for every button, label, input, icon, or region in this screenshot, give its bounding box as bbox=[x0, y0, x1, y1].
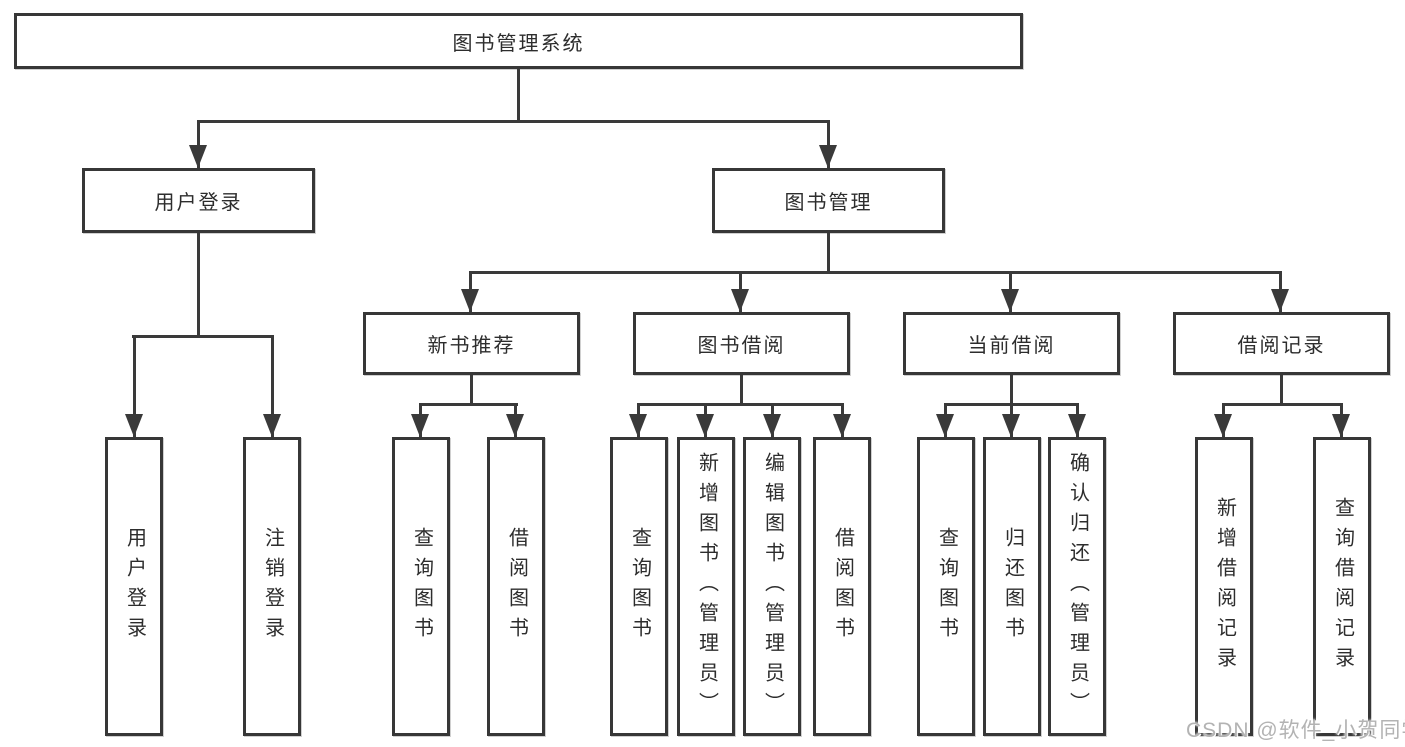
leaf-confirm-return-admin-label: 确认归还（管理员） bbox=[1066, 451, 1089, 722]
node-book-management: 图书管理 bbox=[712, 168, 945, 233]
node-book-borrowing-label: 图书借阅 bbox=[697, 335, 786, 357]
leaf-query-borrow-record-label: 查询借阅记录 bbox=[1331, 496, 1354, 677]
arrow-to-book-borrowing bbox=[731, 271, 749, 312]
node-book-borrowing: 图书借阅 bbox=[633, 312, 850, 375]
leaf-logout: 注销登录 bbox=[243, 437, 301, 736]
connector-book-borrowing-vline bbox=[740, 375, 743, 406]
leaf-borrow-books-borrowing: 借阅图书 bbox=[813, 437, 871, 736]
leaf-query-books-current-label: 查询图书 bbox=[935, 526, 958, 647]
arrow-to-edit-book bbox=[763, 403, 781, 437]
leaf-borrow-books-recommend: 借阅图书 bbox=[487, 437, 545, 736]
leaf-return-book-label: 归还图书 bbox=[1001, 526, 1024, 647]
leaf-return-book: 归还图书 bbox=[983, 437, 1041, 736]
connector-root-hline bbox=[197, 120, 830, 123]
leaf-add-book-admin-label: 新增图书（管理员） bbox=[695, 451, 718, 722]
leaf-add-borrow-record: 新增借阅记录 bbox=[1195, 437, 1253, 736]
node-current-borrowing-label: 当前借阅 bbox=[967, 335, 1056, 357]
arrow-to-user-login bbox=[189, 120, 207, 168]
connector-book-management-hline bbox=[469, 271, 1282, 274]
leaf-query-books-borrowing: 查询图书 bbox=[610, 437, 668, 736]
leaf-confirm-return-admin: 确认归还（管理员） bbox=[1048, 437, 1106, 736]
leaf-borrow-books-recommend-label: 借阅图书 bbox=[505, 526, 528, 647]
connector-new-book-hline bbox=[419, 403, 518, 406]
connector-borrow-records-hline bbox=[1222, 403, 1343, 406]
connector-user-login-hline bbox=[132, 335, 274, 338]
node-root-label: 图书管理系统 bbox=[452, 32, 585, 55]
arrow-to-leaf-user-login bbox=[125, 335, 143, 437]
leaf-logout-label: 注销登录 bbox=[261, 526, 284, 647]
arrow-to-return-book bbox=[1002, 403, 1020, 437]
leaf-query-books-borrowing-label: 查询图书 bbox=[628, 526, 651, 647]
leaf-edit-book-admin: 编辑图书（管理员） bbox=[743, 437, 801, 736]
connector-user-login-vline bbox=[197, 233, 200, 338]
arrow-to-query-books-1 bbox=[411, 403, 429, 437]
leaf-user-login-label: 用户登录 bbox=[123, 526, 146, 647]
leaf-user-login: 用户登录 bbox=[105, 437, 163, 736]
leaf-query-books-recommend-label: 查询图书 bbox=[410, 526, 433, 647]
arrow-to-new-book-recommend bbox=[461, 271, 479, 312]
node-root: 图书管理系统 bbox=[14, 13, 1023, 69]
connector-borrow-records-vline bbox=[1280, 375, 1283, 406]
node-new-book-recommend-label: 新书推荐 bbox=[427, 335, 516, 357]
arrow-to-borrow-books-2 bbox=[833, 403, 851, 437]
arrow-to-borrow-records bbox=[1271, 271, 1289, 312]
arrow-to-add-borrow-record bbox=[1214, 403, 1232, 437]
arrow-to-query-books-2 bbox=[629, 403, 647, 437]
leaf-edit-book-admin-label: 编辑图书（管理员） bbox=[761, 451, 784, 722]
arrow-to-book-management bbox=[819, 120, 837, 168]
node-user-login: 用户登录 bbox=[82, 168, 315, 233]
connector-book-management-vline bbox=[827, 233, 830, 274]
leaf-borrow-books-borrowing-label: 借阅图书 bbox=[831, 526, 854, 647]
leaf-query-books-current: 查询图书 bbox=[917, 437, 975, 736]
arrow-to-borrow-books-1 bbox=[506, 403, 524, 437]
leaf-add-book-admin: 新增图书（管理员） bbox=[677, 437, 735, 736]
connector-new-book-vline bbox=[470, 375, 473, 406]
arrow-to-current-borrowing bbox=[1001, 271, 1019, 312]
connector-root-vline bbox=[517, 69, 520, 123]
leaf-query-books-recommend: 查询图书 bbox=[392, 437, 450, 736]
node-new-book-recommend: 新书推荐 bbox=[363, 312, 580, 375]
arrow-to-query-books-3 bbox=[936, 403, 954, 437]
node-user-login-label: 用户登录 bbox=[154, 192, 243, 214]
node-borrow-records-label: 借阅记录 bbox=[1237, 335, 1326, 357]
connector-book-borrowing-hline bbox=[637, 403, 844, 406]
leaf-add-borrow-record-label: 新增借阅记录 bbox=[1213, 496, 1236, 677]
connector-current-borrowing-vline bbox=[1010, 375, 1013, 406]
arrow-to-add-book bbox=[696, 403, 714, 437]
node-current-borrowing: 当前借阅 bbox=[903, 312, 1120, 375]
node-borrow-records: 借阅记录 bbox=[1173, 312, 1390, 375]
arrow-to-confirm-return bbox=[1068, 403, 1086, 437]
leaf-query-borrow-record: 查询借阅记录 bbox=[1313, 437, 1371, 736]
node-book-management-label: 图书管理 bbox=[784, 192, 873, 214]
arrow-to-query-borrow-record bbox=[1332, 403, 1350, 437]
watermark: CSDN @软件_小贺同学 bbox=[1186, 719, 1405, 742]
arrow-to-leaf-logout bbox=[263, 335, 281, 437]
